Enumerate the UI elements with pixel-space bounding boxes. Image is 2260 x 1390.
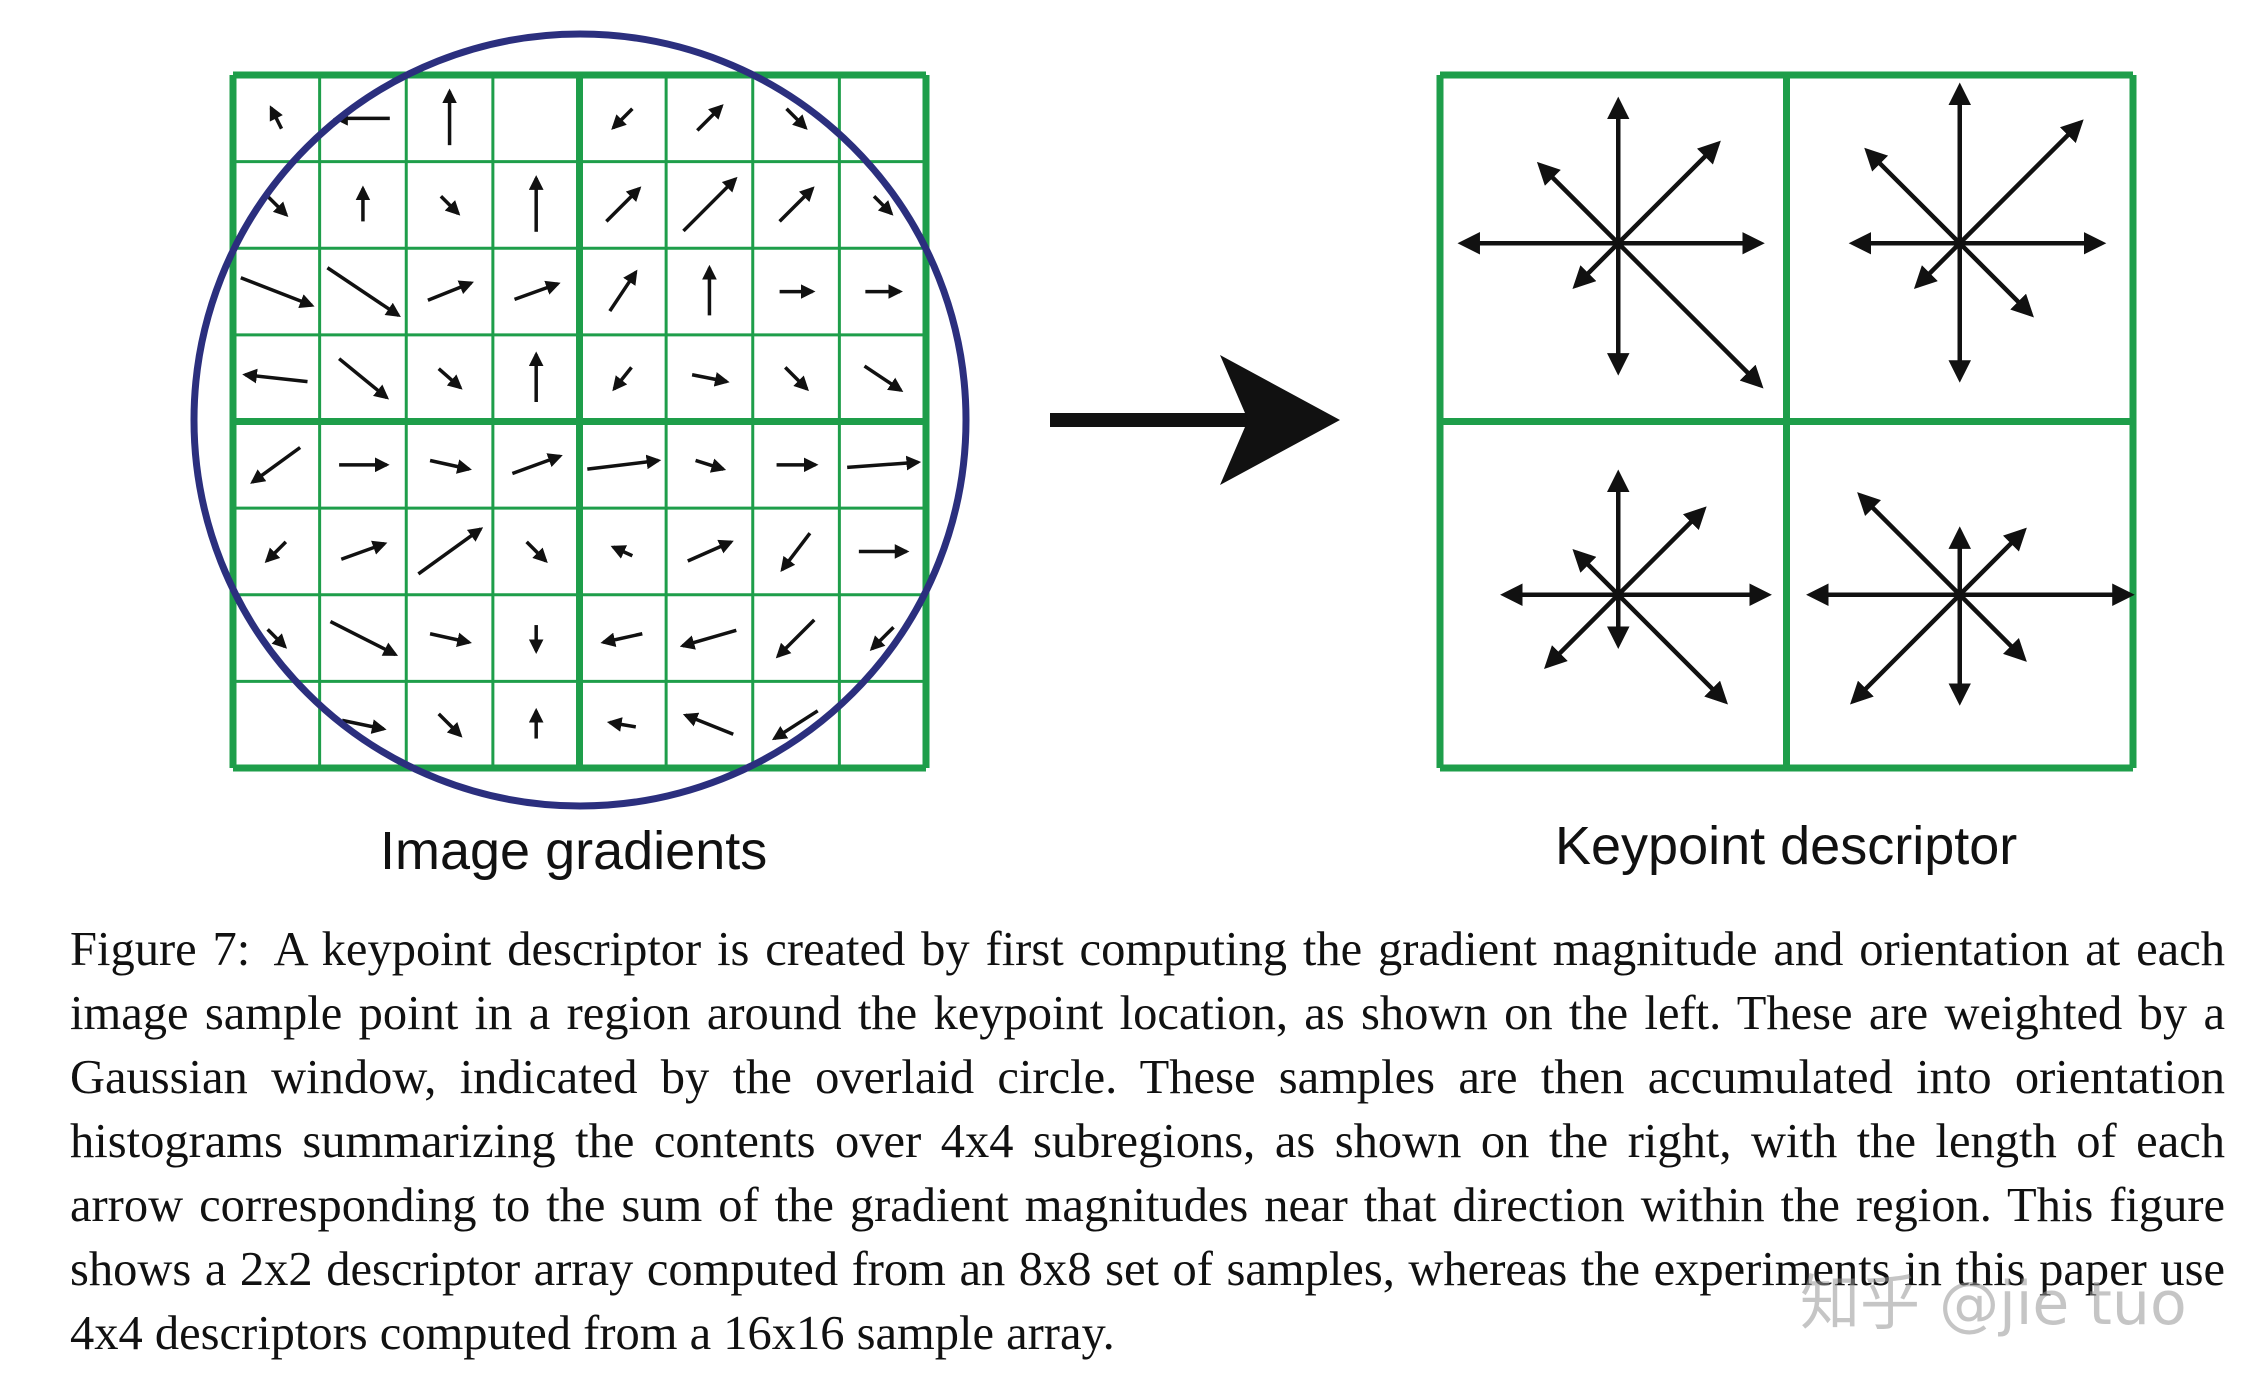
- histogram-arrow: [1850, 593, 1962, 705]
- gradient-arrow: [266, 628, 288, 649]
- orientation-histograms: [1457, 82, 2135, 706]
- gaussian-window-circle: [190, 30, 970, 810]
- gradient-arrow: [785, 107, 808, 130]
- gradient-arrow: [264, 540, 288, 564]
- sift-figure-diagram: [190, 30, 2137, 810]
- gradient-arrow: [525, 540, 548, 564]
- histogram-arrow: [1616, 593, 1728, 705]
- histogram-arrow: [1616, 506, 1707, 597]
- histogram-arrow: [1572, 241, 1620, 290]
- gradient-arrow: [608, 269, 638, 313]
- orientation-histogram: [1457, 96, 1765, 389]
- gradient-arrow: [417, 527, 484, 576]
- caption-text: A keypoint descriptor is created by firs…: [70, 923, 2225, 1360]
- gradient-arrow: [427, 280, 474, 302]
- left-panel-label: Image gradients: [380, 821, 768, 881]
- gradient-arrow: [775, 618, 816, 659]
- gradient-arrow: [682, 712, 734, 736]
- gradient-arrow: [783, 366, 809, 392]
- gradient-arrow: [605, 186, 642, 223]
- gradient-arrow: [326, 266, 401, 318]
- histogram-arrow: [1572, 548, 1620, 597]
- gradient-arrow: [269, 105, 284, 130]
- transform-arrow-icon: [1050, 355, 1340, 485]
- gradient-arrow: [610, 545, 634, 559]
- gradient-arrow: [511, 453, 563, 476]
- figure-caption: Figure 7: A keypoint descriptor is creat…: [70, 918, 2225, 1366]
- histogram-arrow: [1958, 119, 2084, 245]
- gradient-arrow: [780, 532, 812, 572]
- gradient-arrow: [429, 458, 472, 474]
- gradient-arrow: [338, 357, 390, 400]
- right-panel-label: Keypoint descriptor: [1555, 816, 2018, 876]
- watermark: 知乎 @jie tuo: [1800, 1269, 2187, 1339]
- histogram-arrow: [1857, 492, 1962, 597]
- gradient-arrow: [439, 195, 461, 216]
- gradient-arrow: [869, 625, 895, 651]
- gradient-arrow: [437, 367, 463, 390]
- histogram-arrow: [1536, 161, 1620, 245]
- gradient-arrow: [240, 276, 315, 308]
- image-gradients-grid: [229, 71, 930, 772]
- gradient-arrow: [696, 104, 724, 132]
- histogram-arrow: [1958, 241, 2034, 318]
- histogram-arrow: [1958, 527, 2027, 597]
- histogram-arrow: [1616, 241, 1764, 389]
- gradient-arrow: [606, 717, 637, 732]
- gradient-arrow: [778, 186, 815, 223]
- orientation-histogram: [1806, 492, 2135, 706]
- gradient-arrow: [250, 446, 302, 484]
- gradient-arrow: [242, 368, 308, 384]
- gradient-arrow: [340, 540, 388, 561]
- gradient-arrow: [429, 632, 472, 648]
- gradient-arrow: [771, 709, 819, 741]
- gradient-arrow: [437, 712, 463, 738]
- gradient-arrow: [612, 366, 633, 392]
- histogram-arrow: [1913, 241, 1962, 290]
- gradient-arrow: [682, 176, 738, 233]
- gradient-arrow: [265, 193, 289, 217]
- gradient-arrow: [863, 364, 904, 392]
- gradient-arrow: [679, 628, 737, 650]
- gradient-arrow: [872, 195, 894, 216]
- gradient-arrow: [341, 718, 387, 734]
- gradient-arrow: [600, 632, 643, 648]
- gradient-arrow: [695, 458, 727, 473]
- figure-number: Figure 7:: [70, 923, 251, 976]
- gradient-arrows: [240, 88, 922, 741]
- gradient-arrow: [687, 539, 734, 563]
- gradient-arrow: [329, 620, 399, 657]
- keypoint-descriptor-grid: [1436, 71, 2137, 772]
- gradient-arrow: [691, 372, 730, 387]
- gradient-arrow: [513, 280, 561, 302]
- histogram-arrow: [1864, 147, 1962, 245]
- gradient-arrow: [847, 455, 922, 471]
- gradient-arrow: [611, 107, 634, 130]
- histogram-arrow: [1616, 140, 1721, 245]
- orientation-histogram: [1500, 469, 1772, 705]
- histogram-arrow: [1958, 593, 2027, 662]
- histogram-arrow: [1544, 593, 1620, 669]
- gradient-arrow: [587, 454, 662, 471]
- orientation-histogram: [1848, 82, 2107, 383]
